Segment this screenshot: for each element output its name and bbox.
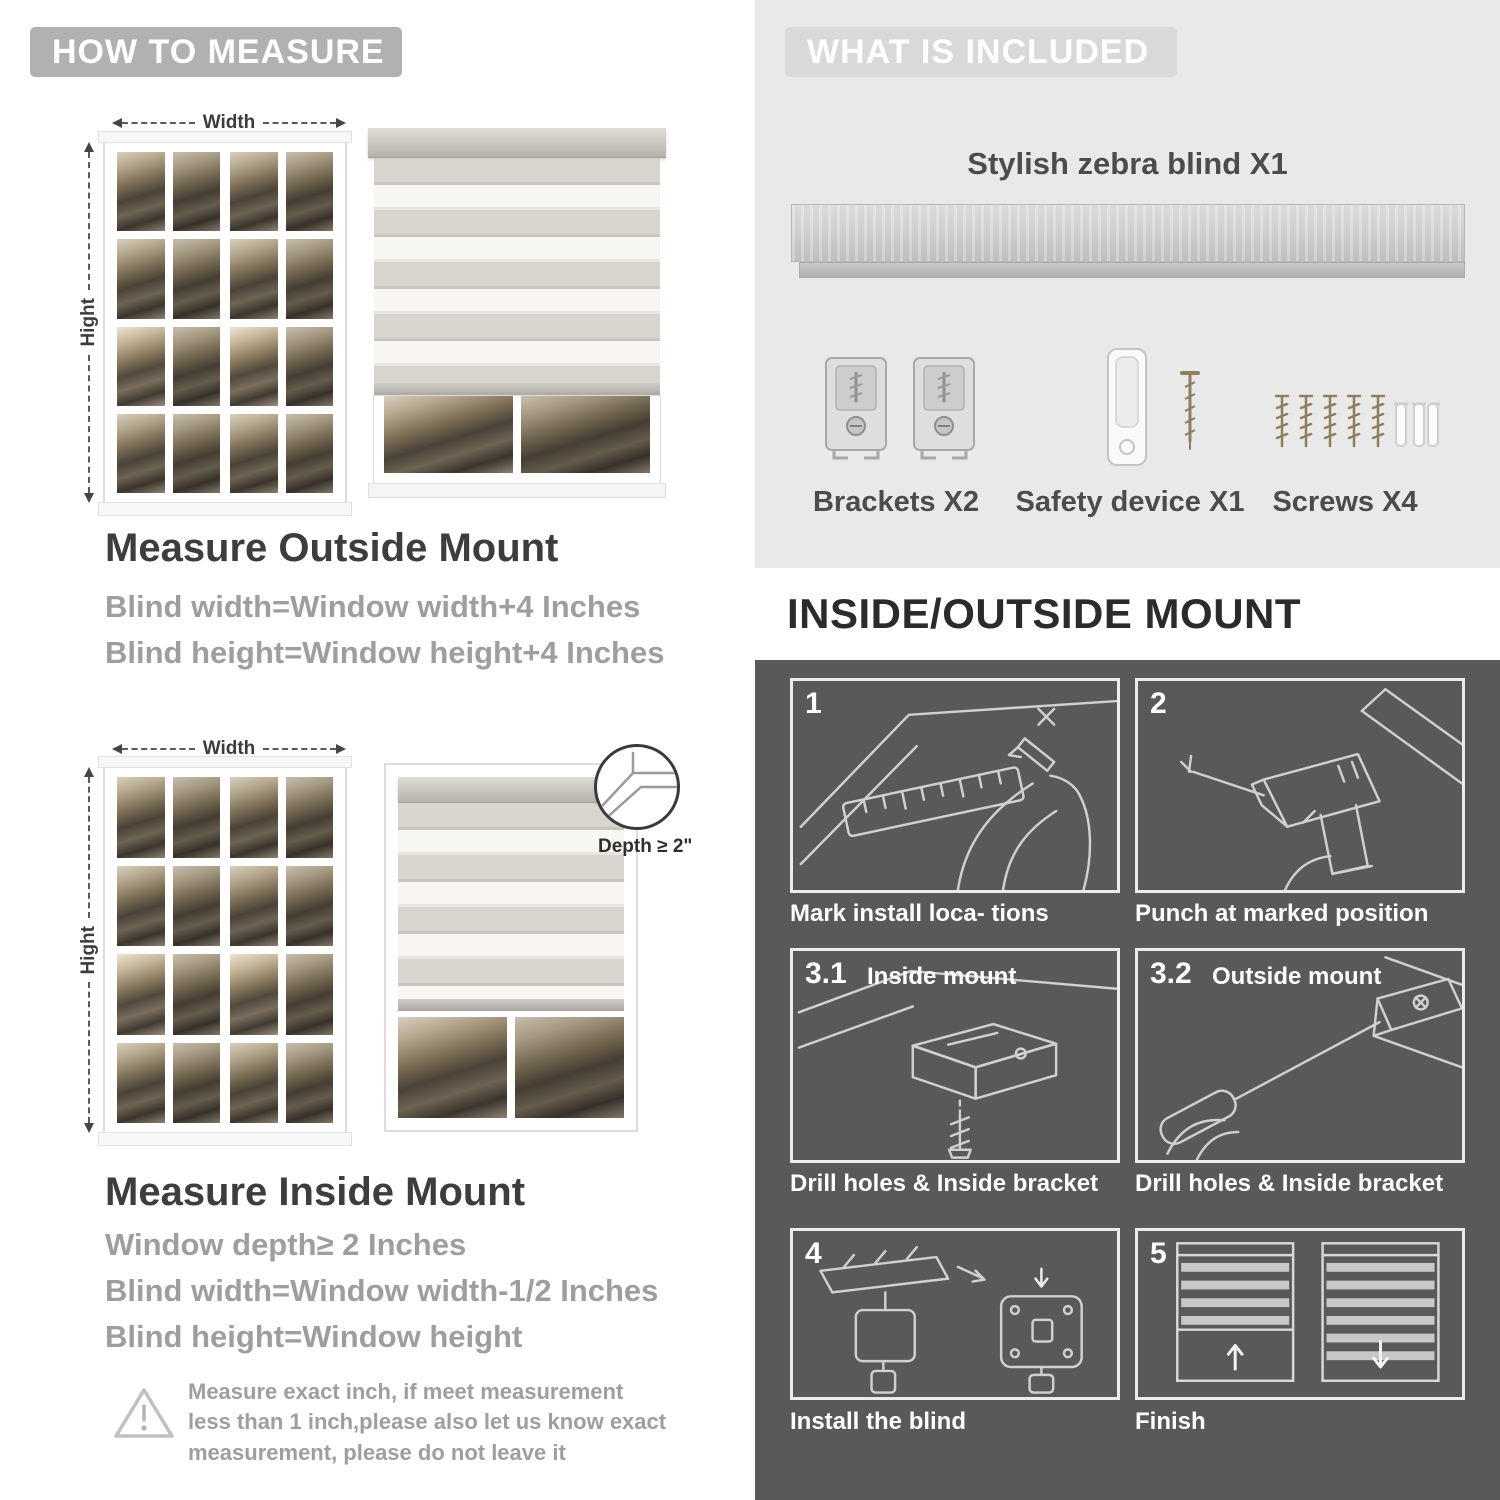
arrowhead-right-icon (336, 744, 346, 754)
step-3-1-caption: Drill holes & Inside bracket (790, 1170, 1099, 1197)
step-2-panel: 2 (1135, 678, 1465, 893)
step-1-illustration (799, 699, 1117, 890)
safety-device-label: Safety device X1 (1015, 486, 1245, 518)
brackets-illustration (820, 352, 980, 464)
mount-section-title: INSIDE/OUTSIDE MOUNT (787, 590, 1302, 637)
measure-note: Measure exact inch, if meet measurement … (188, 1379, 667, 1465)
step-inline-label: Outside mount (1212, 963, 1382, 990)
width-label: Width (202, 112, 256, 133)
window-photo-inside (98, 756, 352, 1146)
zebra-blind-inside-mount (386, 765, 636, 1130)
arrowhead-right-icon (336, 118, 346, 128)
step-1-caption: Mark install loca- tions (790, 900, 1049, 927)
inside-mount-line1: Window depth≥ 2 Inches (105, 1227, 467, 1262)
window-corner-icon (601, 751, 677, 823)
what-is-included-badge: WHAT IS INCLUDED (785, 27, 1177, 77)
warning-icon (112, 1384, 176, 1442)
step-3-2-illustration (1159, 956, 1462, 1160)
safety-device-icon (1107, 348, 1200, 466)
safety-device-illustration (1090, 345, 1220, 478)
bracket-icon (825, 357, 887, 460)
window-photo-outside (98, 131, 352, 516)
outside-mount-line1: Blind width=Window width+4 Inches (105, 589, 641, 624)
step-inline-label: Inside mount (867, 963, 1017, 990)
step-2-caption: Punch at marked position (1135, 900, 1429, 927)
height-label: Hight (78, 298, 99, 347)
arrowhead-up-icon (84, 142, 94, 152)
mount-title-band: INSIDE/OUTSIDE MOUNT (755, 568, 1500, 660)
step-4-caption: Install the blind (790, 1408, 967, 1435)
screws-icon (1274, 394, 1444, 448)
blind-stripes (398, 803, 624, 999)
inside-mount-line2: Blind width=Window width-1/2 Inches (105, 1273, 659, 1308)
screws-label: Screws X4 (1272, 486, 1418, 518)
zebra-blind-cassette-bar (791, 204, 1465, 262)
bracket-icon (913, 357, 975, 460)
step-3-1-panel: 3.1 Inside mount (790, 948, 1120, 1163)
step-1-panel: 1 (790, 678, 1120, 893)
arrowhead-up-icon (84, 767, 94, 777)
step-2-illustration (1179, 688, 1462, 890)
step-5-caption: Finish (1135, 1408, 1206, 1435)
step-3-2-caption: Drill holes & Inside bracket (1135, 1170, 1444, 1197)
step-5-illustration (1176, 1242, 1440, 1382)
blind-bottom-rail (374, 383, 660, 396)
depth-callout (594, 744, 680, 830)
inside-mount-line3: Blind height=Window height (105, 1319, 523, 1354)
what-is-included-panel: WHAT IS INCLUDED Stylish zebra blind X1 (755, 0, 1500, 568)
step-5-panel: 5 (1135, 1228, 1465, 1400)
height-arrow-2: Hight (78, 767, 100, 1134)
step-number: 3.1 (805, 957, 847, 990)
height-label: Hight (78, 925, 99, 975)
zebra-blind-outside-mount (368, 128, 666, 500)
screws-illustration (1270, 390, 1444, 467)
arrowhead-down-icon (84, 1123, 94, 1134)
step-number: 5 (1150, 1237, 1167, 1270)
blind-cassette (398, 777, 624, 803)
step-number: 1 (805, 687, 822, 720)
step-number: 3.2 (1150, 957, 1192, 990)
step-number: 4 (805, 1237, 822, 1270)
arrowhead-left-icon (112, 118, 122, 128)
arrowhead-left-icon (112, 744, 122, 754)
mount-steps-panel: 1 2 (755, 660, 1500, 1500)
height-arrow: Hight (78, 142, 100, 504)
blind-cassette (368, 128, 666, 158)
step-number: 2 (1150, 687, 1167, 720)
outside-mount-title: Measure Outside Mount (105, 526, 559, 570)
blind-bottom-rail (398, 999, 624, 1011)
zebra-blind-cassette-lip (799, 262, 1465, 278)
how-to-measure-badge: HOW TO MEASURE (30, 27, 402, 77)
width-arrow-2: Width (112, 738, 346, 760)
step-4-panel: 4 (790, 1228, 1120, 1400)
outside-mount-line2: Blind height=Window height+4 Inches (105, 635, 665, 670)
step-4-illustration (819, 1246, 1083, 1394)
inside-mount-title: Measure Inside Mount (105, 1170, 526, 1214)
width-label: Width (202, 738, 256, 759)
arrowhead-down-icon (84, 493, 94, 504)
depth-label: Depth ≥ 2" (598, 836, 693, 857)
width-arrow: Width (112, 112, 346, 134)
brackets-label: Brackets X2 (812, 486, 980, 518)
step-3-2-panel: 3.2 Outside mount (1135, 948, 1465, 1163)
step-3-1-illustration (797, 969, 1117, 1159)
blind-stripes (374, 158, 660, 383)
zebra-blind-label: Stylish zebra blind X1 (967, 146, 1288, 181)
